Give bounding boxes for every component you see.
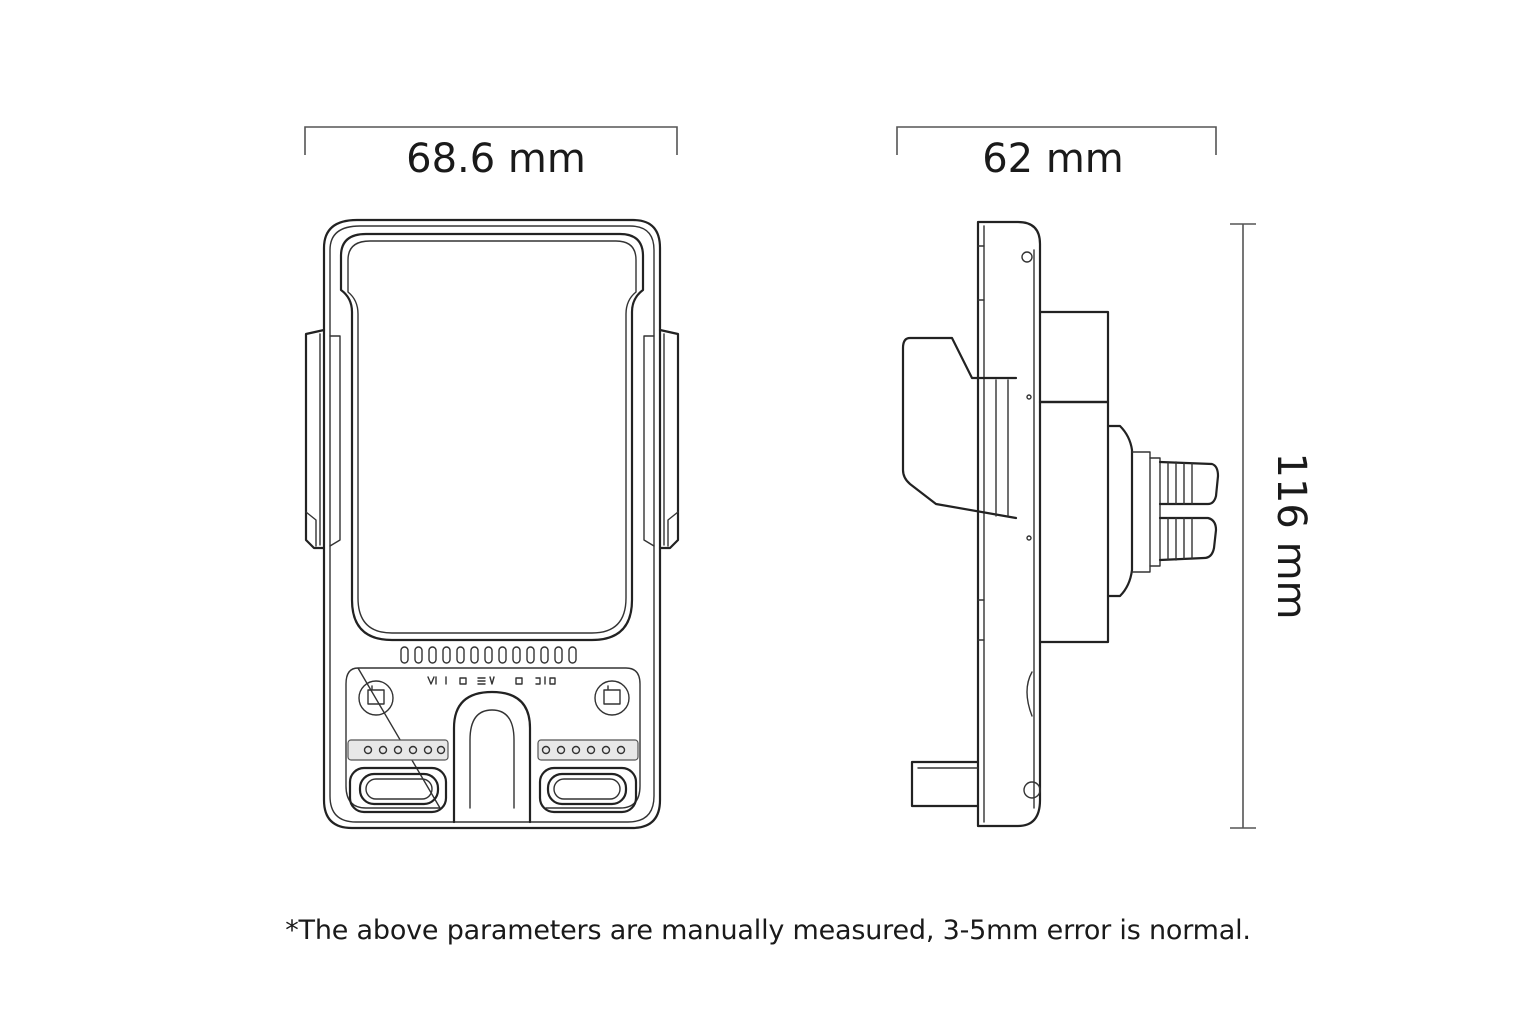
side-bottom-knob	[1023, 781, 1041, 799]
side-back-plate	[976, 220, 1042, 828]
holder-body-inner-outline	[329, 225, 655, 823]
depth-dimension: 62 mm	[896, 126, 1217, 182]
vent-slots	[400, 646, 577, 664]
side-dot	[1026, 535, 1032, 541]
clip-collar-inner	[1149, 457, 1161, 567]
lower-prong-ridges	[1167, 517, 1193, 561]
button-pill	[546, 772, 628, 806]
led-dot	[408, 745, 418, 755]
tiny-markings	[427, 676, 556, 685]
screw-glyph	[367, 685, 385, 705]
button-pill-inner	[553, 778, 621, 800]
vent-slot	[484, 646, 493, 664]
upper-prong-ridges	[1167, 461, 1193, 505]
button-pill	[358, 772, 440, 806]
led-dot	[423, 745, 433, 755]
led-dot	[363, 745, 373, 755]
vent-slot	[526, 646, 535, 664]
holder-body-outline	[322, 218, 662, 830]
led-dot	[393, 745, 403, 755]
footnote: *The above parameters are manually measu…	[285, 915, 1251, 946]
width-label: 68.6 mm	[406, 136, 586, 182]
vent-slot	[498, 646, 507, 664]
led-dot	[436, 745, 446, 755]
right-clamp-rail	[643, 335, 655, 547]
height-dimension-line	[1230, 223, 1256, 829]
lower-panel	[345, 667, 641, 809]
clip-base	[1106, 424, 1134, 598]
height-label: 116 mm	[1268, 453, 1314, 620]
screw-icon	[358, 680, 394, 716]
left-clamp-arm	[304, 328, 326, 550]
side-clamp-rails	[995, 379, 1009, 517]
side-dot	[1026, 394, 1032, 400]
vent-slot	[428, 646, 437, 664]
left-clamp-rail	[329, 335, 341, 547]
button-frame	[538, 766, 638, 814]
front-view	[304, 218, 680, 830]
vent-slot	[414, 646, 423, 664]
side-housing-main	[1038, 400, 1110, 644]
led-dot	[378, 745, 388, 755]
led-dot	[571, 745, 581, 755]
screw-icon	[594, 680, 630, 716]
side-housing-top	[1038, 310, 1110, 404]
led-dot	[601, 745, 611, 755]
center-arch	[452, 690, 532, 824]
vent-slot	[554, 646, 563, 664]
right-bottom-button	[538, 766, 638, 814]
lower-prong	[1158, 516, 1218, 562]
phone-cradle-inner	[347, 240, 637, 634]
left-clamp-hook	[305, 511, 317, 547]
side-plate-ticks	[977, 245, 985, 641]
side-grip	[1026, 671, 1033, 717]
left-screw	[358, 680, 394, 716]
left-led-strip	[347, 739, 449, 761]
right-screw	[594, 680, 630, 716]
vent-slot	[456, 646, 465, 664]
vent-slot	[400, 646, 409, 664]
side-clamp-arm	[901, 336, 1018, 520]
width-dimension-line	[304, 126, 678, 155]
side-foot	[910, 760, 980, 808]
led-dot	[586, 745, 596, 755]
screw-glyph	[603, 685, 621, 705]
right-clamp-arm	[658, 328, 680, 550]
upper-prong	[1158, 460, 1220, 506]
vent-slot	[470, 646, 479, 664]
side-view	[901, 220, 1220, 828]
center-arch-inner	[469, 709, 515, 809]
width-dimension: 68.6 mm	[304, 126, 678, 182]
depth-dimension-line	[896, 126, 1217, 155]
phone-cradle-outline	[339, 232, 645, 642]
vent-slot	[512, 646, 521, 664]
led-dot	[556, 745, 566, 755]
led-strip-bg	[347, 739, 449, 761]
vent-slot	[442, 646, 451, 664]
height-dimension: 116 mm	[1230, 223, 1314, 829]
depth-label: 62 mm	[982, 136, 1124, 182]
button-frame	[348, 766, 448, 814]
marking-glyphs	[427, 676, 556, 685]
vent-slot	[568, 646, 577, 664]
led-dot	[616, 745, 626, 755]
vent-slot	[540, 646, 549, 664]
right-clamp-hook	[667, 511, 679, 547]
left-bottom-button	[348, 766, 448, 814]
right-led-strip	[537, 739, 639, 761]
button-pill-inner	[365, 778, 433, 800]
led-dot	[541, 745, 551, 755]
clip-collar	[1131, 451, 1151, 573]
side-screw	[1021, 251, 1033, 263]
